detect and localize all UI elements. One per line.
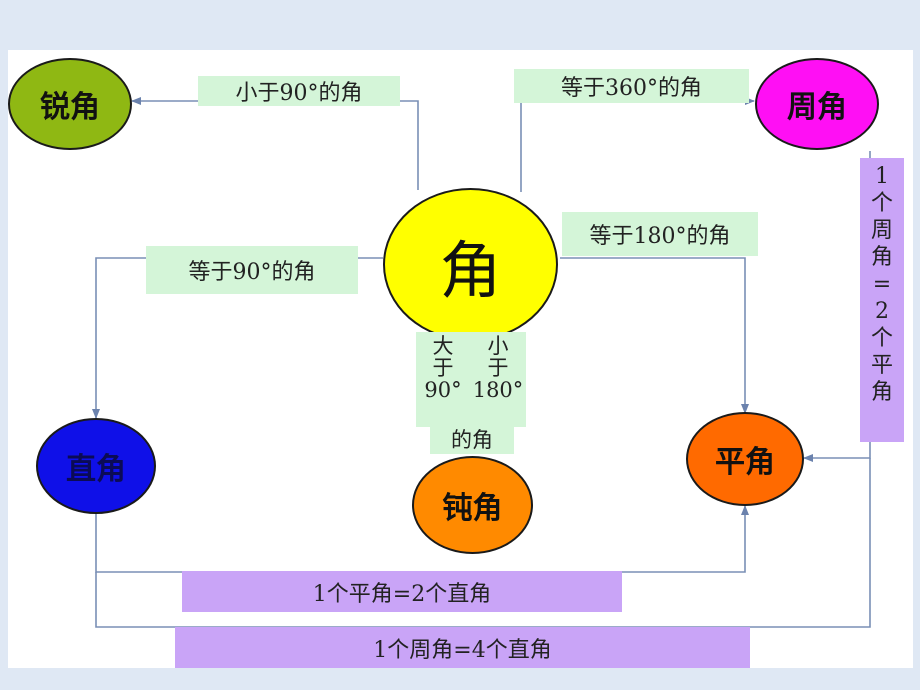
node-acute-label: 锐角 [40, 90, 100, 125]
label-straight-definition: 等于180°的角 [562, 212, 758, 256]
relation-full-equals-four-right: 1个周角=4个直角 [175, 627, 750, 668]
link-center-acute [131, 97, 419, 190]
node-full-label: 周角 [787, 90, 847, 125]
node-acute-angle: 锐角 [8, 58, 132, 150]
node-right-label: 直角 [66, 452, 126, 487]
relation-full-equals-two-straight: 1 个 周 角 = 2 个 平 角 [860, 158, 904, 442]
node-obtuse-label: 钝角 [442, 491, 503, 526]
node-full-angle: 周角 [755, 58, 879, 150]
label-right-definition: 等于90°的角 [146, 246, 358, 294]
link-center-full [520, 97, 755, 192]
node-straight-angle: 平角 [686, 412, 804, 506]
label-acute-definition: 小于90°的角 [198, 76, 400, 106]
relation-straight-equals-two-right: 1个平角=2个直角 [182, 571, 622, 612]
link-center-straight [560, 257, 749, 414]
node-angle-center: 角 [383, 188, 558, 341]
label-obtuse-greater-than: 大 于 90° [416, 332, 470, 427]
label-full-definition: 等于360°的角 [514, 69, 749, 103]
label-obtuse-suffix: 的角 [430, 424, 514, 454]
node-obtuse-angle: 钝角 [412, 456, 533, 554]
label-obtuse-less-than: 小 于 180° [470, 332, 526, 427]
node-right-angle: 直角 [36, 418, 156, 514]
node-center-label: 角 [439, 233, 502, 307]
node-straight-label: 平角 [715, 445, 775, 480]
